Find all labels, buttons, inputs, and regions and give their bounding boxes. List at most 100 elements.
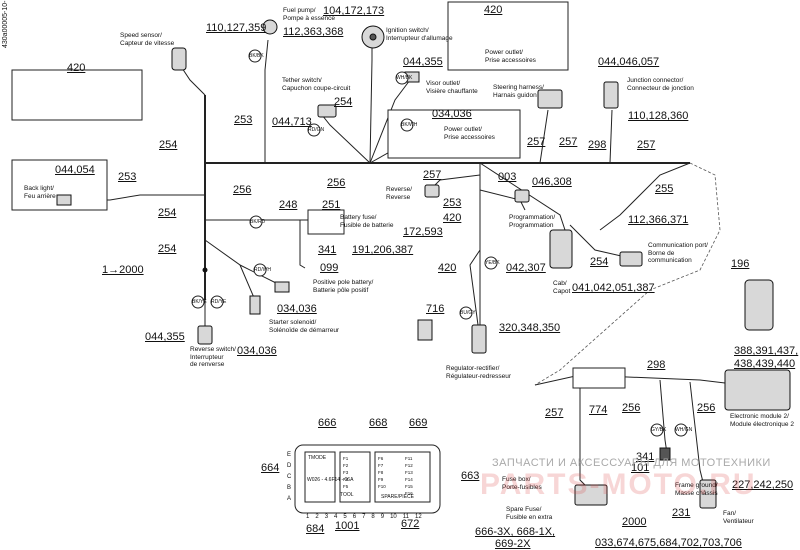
wire-visor bbox=[369, 79, 411, 164]
label-099: 099 bbox=[320, 262, 339, 274]
label-248: 248 bbox=[279, 199, 298, 211]
label-110-127-359: 110,127,359 bbox=[206, 22, 267, 34]
tag-rd-ye: RD/YE bbox=[211, 299, 227, 305]
label-257-c: 257 bbox=[637, 139, 656, 151]
label-172-593: 172,593 bbox=[403, 226, 443, 238]
label-101: 101 bbox=[631, 462, 650, 474]
caption-fuel-pump: Fuel pump/Pompe à essence bbox=[283, 7, 336, 22]
back-light-connector bbox=[56, 194, 72, 206]
tag-circle-5 bbox=[253, 263, 267, 277]
caption-power-outlet-top: Power outlet/Prise accessoires bbox=[485, 49, 536, 64]
fusebox-title: TMODE bbox=[308, 455, 327, 461]
tag-circle-2 bbox=[395, 71, 409, 85]
tag-bk-rd: BK/RD bbox=[250, 219, 266, 225]
caption-ignition: Ignition switch/Interrupteur d'allumage bbox=[386, 27, 453, 42]
label-420-left: 420 bbox=[67, 62, 86, 74]
tag-circle-9 bbox=[484, 256, 498, 270]
label-774: 774 bbox=[589, 404, 608, 416]
watermark-line: ЗАПЧАСТИ И АКСЕССУАРЫ ДЛЯ МОТОТЕХНИКИ bbox=[492, 457, 771, 469]
label-256-d: 256 bbox=[697, 402, 716, 414]
wire-fuse-down bbox=[299, 220, 306, 269]
label-034-036-c: 034,036 bbox=[237, 345, 277, 357]
label-420-top: 420 bbox=[484, 4, 503, 16]
label-669-2x: 669-2X bbox=[495, 538, 531, 550]
wire-starter bbox=[204, 239, 256, 301]
caption-positive-pole: Positive pole battery/Batterie pôle posi… bbox=[313, 279, 374, 294]
label-684: 684 bbox=[306, 523, 325, 535]
label-254-b: 254 bbox=[334, 96, 353, 108]
tag-circle-1 bbox=[248, 49, 262, 63]
label-191-206-387: 191,206,387 bbox=[352, 244, 414, 256]
tag-wh-gn: WH/GN bbox=[675, 427, 693, 433]
wire-tether bbox=[321, 114, 371, 164]
tag-circle-4 bbox=[249, 215, 263, 229]
caption-ecm2: Electronic module 2/Module électronique … bbox=[730, 413, 794, 428]
label-255: 255 bbox=[655, 183, 674, 195]
fuse-box-right-panel bbox=[374, 451, 431, 503]
fusebox-tool: TOOL bbox=[340, 492, 354, 498]
label-044-713: 044,713 bbox=[272, 116, 312, 128]
label-104-172-173: 104,172,173 bbox=[323, 5, 385, 17]
ignition-key-slot bbox=[369, 33, 377, 41]
label-663: 663 bbox=[461, 470, 480, 482]
inset-back-light bbox=[11, 159, 108, 211]
label-669: 669 bbox=[409, 417, 428, 429]
label-1-2000: 1→2000 bbox=[102, 264, 144, 276]
label-003: 003 bbox=[498, 171, 517, 183]
wire-lower bbox=[534, 374, 726, 386]
label-388-391-437: 388,391,437, bbox=[734, 345, 799, 357]
tether-switch-body bbox=[317, 104, 337, 118]
label-034-036-a: 034,036 bbox=[432, 108, 472, 120]
route-dashed-right bbox=[534, 162, 721, 386]
label-257-e: 257 bbox=[545, 407, 564, 419]
label-320-348-350: 320,348,350 bbox=[499, 322, 561, 334]
label-227-242-250: 227,242,250 bbox=[732, 479, 794, 491]
fusebox-part: W026 - 4.6F14 - 06A bbox=[307, 477, 354, 483]
tag-circle-7 bbox=[210, 295, 224, 309]
frame-ground-terminal bbox=[659, 447, 671, 461]
tag-bk-wh: BK/WH bbox=[401, 122, 418, 128]
wire-ignition bbox=[369, 45, 373, 164]
fan-connector bbox=[699, 479, 717, 509]
inset-battery-fuse bbox=[307, 209, 345, 235]
label-256-b: 256 bbox=[327, 177, 346, 189]
caption-reverse: Reverse/Reverse bbox=[386, 186, 413, 201]
inset-power-outlet-mid bbox=[387, 109, 521, 159]
comm-port bbox=[619, 251, 643, 267]
label-254-c: 254 bbox=[158, 207, 177, 219]
inset-power-outlet-top bbox=[447, 1, 569, 71]
wire-junction bbox=[609, 109, 613, 164]
inset-speed-420 bbox=[11, 69, 143, 121]
label-664: 664 bbox=[261, 462, 280, 474]
junction-connector bbox=[603, 81, 619, 109]
inset-ecm-link bbox=[572, 367, 626, 389]
label-1001: 1001 bbox=[335, 520, 360, 532]
label-254-e: 254 bbox=[590, 256, 609, 268]
cab-connector bbox=[549, 229, 573, 269]
label-042-307: 042,307 bbox=[506, 262, 546, 274]
label-341-a: 341 bbox=[318, 244, 337, 256]
ecm2-body bbox=[724, 369, 791, 411]
regulator-body bbox=[471, 324, 487, 354]
label-253-c: 253 bbox=[443, 197, 462, 209]
label-196: 196 bbox=[731, 258, 750, 270]
label-716: 716 bbox=[426, 303, 445, 315]
caption-starter: Starter solenoid/Solénoïde de démarreur bbox=[269, 319, 340, 334]
label-420-mid: 420 bbox=[443, 212, 462, 224]
fuse-box-mid-panel bbox=[339, 451, 371, 503]
label-256-c: 256 bbox=[622, 402, 641, 414]
tag-ye-bk: YE/BK bbox=[485, 260, 500, 266]
label-420-mid2: 420 bbox=[438, 262, 457, 274]
label-041-042-051-387: 041,042,051,387 bbox=[572, 282, 655, 294]
junction-node bbox=[202, 267, 208, 273]
label-256-a: 256 bbox=[233, 184, 252, 196]
tag-bk-bk: BK/BK bbox=[249, 53, 264, 59]
